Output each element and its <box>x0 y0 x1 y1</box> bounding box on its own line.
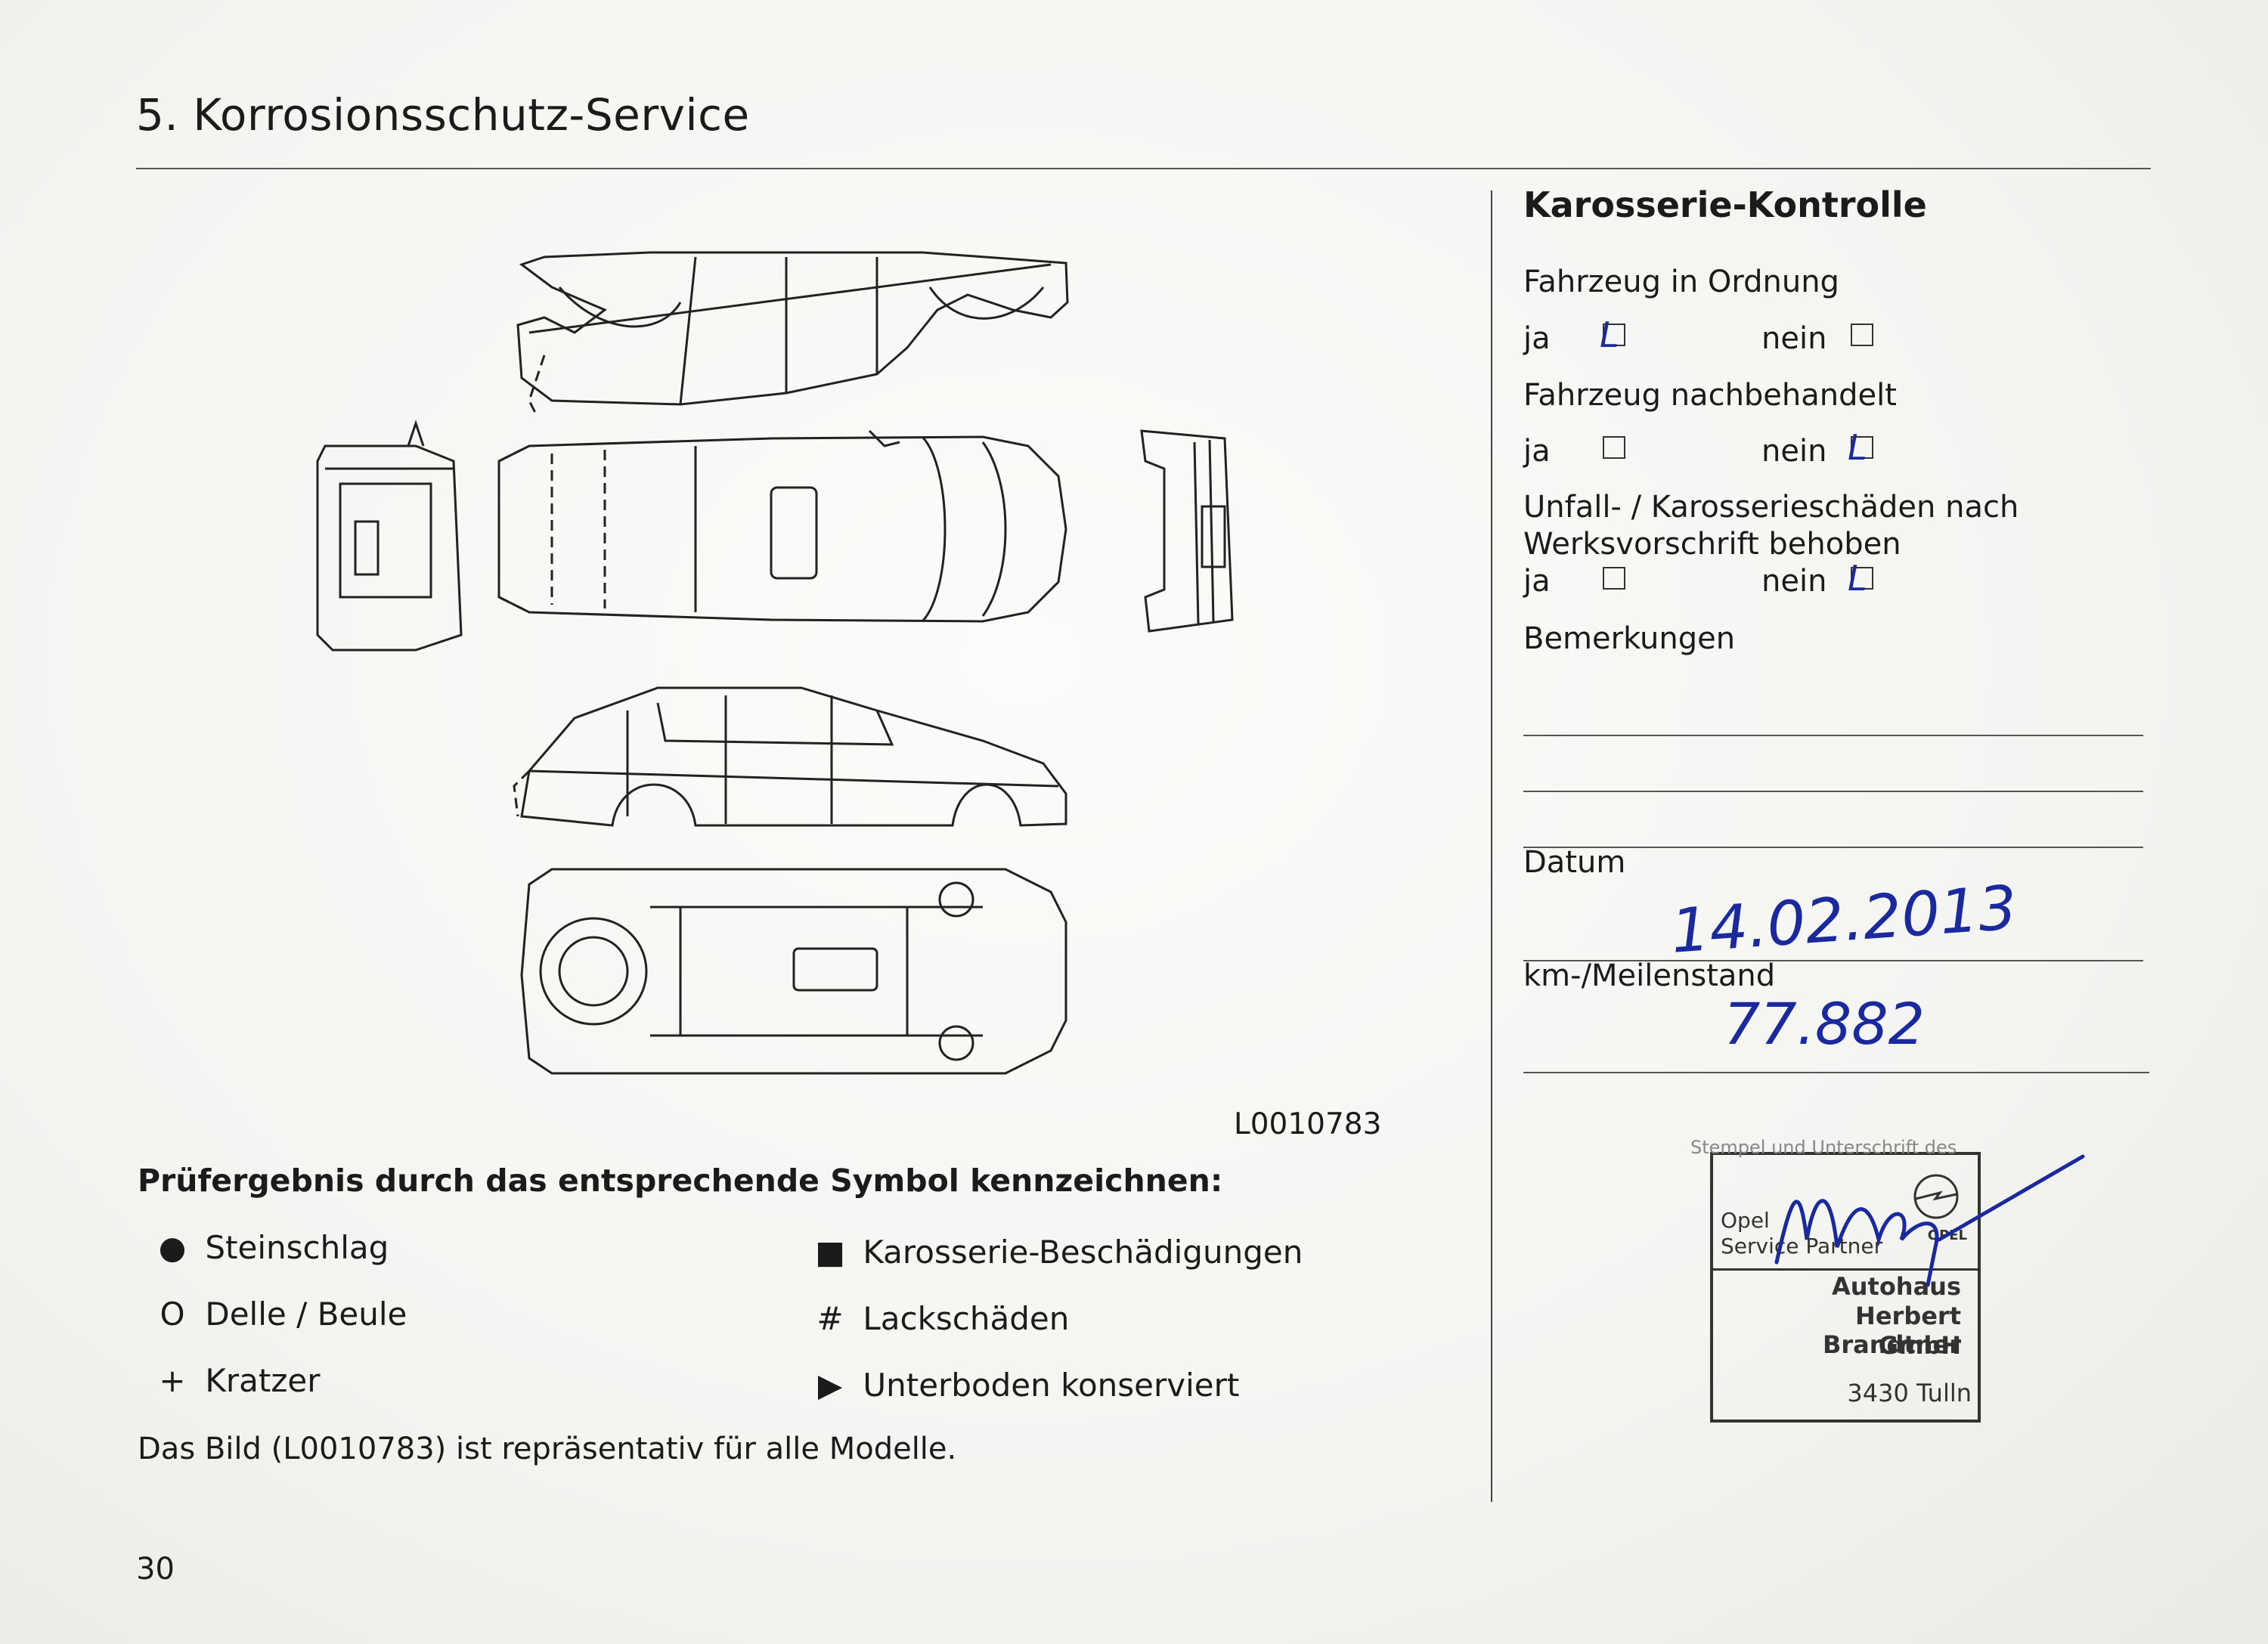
remarks-line-2[interactable] <box>1523 791 2143 792</box>
dealer-stamp: Stempel und Unterschrift des Opel Servic… <box>1690 1137 1981 1423</box>
car-view-top <box>497 429 1067 623</box>
stamp-dealer-2: Herbert Brandtner <box>1822 1302 1961 1359</box>
date-value[interactable]: 14.02.2013 <box>1668 872 2019 967</box>
square-symbol: ■ <box>815 1234 845 1271</box>
q3-label-line2: Werksvorschrift behoben <box>1523 527 1901 562</box>
car-view-rear <box>1140 429 1234 633</box>
legend-karosserie: ■ Karosserie-Beschädigungen <box>807 1234 1303 1271</box>
figure-code: L0010783 <box>1234 1107 1382 1141</box>
q3-label-line1: Unfall- / Karosserieschäden nach <box>1523 490 2019 525</box>
q2-ja-label: ja <box>1523 434 1551 469</box>
remarks-label: Bemerkungen <box>1523 621 1736 656</box>
instruction-text: Prüfergebnis durch das entsprechende Sym… <box>138 1163 1223 1199</box>
stamp-caption: Stempel und Unterschrift des <box>1690 1137 1957 1158</box>
date-line <box>1523 960 2143 961</box>
car-view-underbody <box>520 868 1067 1075</box>
legend-label: Steinschlag <box>205 1229 389 1266</box>
legend-steinschlag: ● Steinschlag <box>150 1229 389 1266</box>
legend-label: Delle / Beule <box>205 1296 407 1333</box>
car-view-side <box>513 686 1067 827</box>
legend-unterboden: ▶ Unterboden konserviert <box>807 1367 1240 1404</box>
page-number: 30 <box>136 1552 175 1587</box>
check-mark: L <box>1600 314 1619 355</box>
q1-label: Fahrzeug in Ordnung <box>1523 265 1839 299</box>
legend-lackschaeden: # Lackschäden <box>807 1300 1069 1337</box>
q3-nein-checkbox[interactable]: L <box>1848 558 1873 599</box>
page-title: 5. Korrosionsschutz-Service <box>136 89 750 141</box>
title-rule <box>136 168 2151 169</box>
column-divider <box>1491 190 1492 1502</box>
stamp-dealer-3: GmbH <box>1878 1331 1961 1360</box>
q1-nein-label: nein <box>1761 321 1827 356</box>
legend-label: Kratzer <box>205 1362 321 1399</box>
plus-symbol: + <box>159 1362 186 1399</box>
legend-label: Unterboden konserviert <box>863 1367 1240 1404</box>
hash-symbol: # <box>816 1300 844 1337</box>
km-value[interactable]: 77.882 <box>1724 990 1925 1057</box>
opel-logo-icon <box>1913 1174 1959 1219</box>
q1-ja-label: ja <box>1523 321 1551 356</box>
q3-ja-label: ja <box>1523 564 1551 599</box>
q1-nein-checkbox[interactable] <box>1851 324 1873 346</box>
q3-nein-label: nein <box>1761 564 1827 599</box>
stamp-city: 3430 Tulln <box>1847 1379 1972 1407</box>
stamp-dealer-1: Autohaus <box>1831 1272 1961 1301</box>
q2-ja-checkbox[interactable] <box>1603 436 1625 459</box>
car-view-roof <box>516 251 1069 416</box>
check-mark: L <box>1848 558 1867 599</box>
car-diagram <box>316 251 1234 1075</box>
stamp-opel: Opel <box>1721 1208 1770 1233</box>
date-label: Datum <box>1523 845 1626 880</box>
q2-nein-label: nein <box>1761 434 1827 469</box>
q2-nein-checkbox[interactable]: L <box>1848 427 1873 468</box>
km-line <box>1523 1072 2149 1073</box>
signature <box>1774 1154 2085 1287</box>
km-label: km-/Meilenstand <box>1523 958 1776 993</box>
q2-label: Fahrzeug nachbehandelt <box>1523 378 1897 413</box>
legend-kratzer: + Kratzer <box>150 1362 321 1399</box>
q3-ja-checkbox[interactable] <box>1603 567 1625 590</box>
panel-title: Karosserie-Kontrolle <box>1523 184 1927 225</box>
legend-label: Lackschäden <box>863 1300 1070 1337</box>
triangle-symbol: ▶ <box>817 1367 843 1404</box>
representative-note: Das Bild (L0010783) ist repräsentativ fü… <box>138 1432 957 1466</box>
q1-ja-checkbox[interactable]: L <box>1600 314 1625 355</box>
legend-label: Karosserie-Beschädigungen <box>863 1234 1303 1271</box>
remarks-line-3[interactable] <box>1523 847 2143 848</box>
remarks-line-1[interactable] <box>1523 735 2143 736</box>
circle-symbol: O <box>160 1296 185 1333</box>
check-mark: L <box>1848 427 1867 468</box>
car-view-front <box>316 420 463 652</box>
dot-symbol: ● <box>158 1229 187 1266</box>
legend-delle: O Delle / Beule <box>150 1296 407 1333</box>
stamp-service-partner: Service Partner <box>1721 1234 1883 1259</box>
